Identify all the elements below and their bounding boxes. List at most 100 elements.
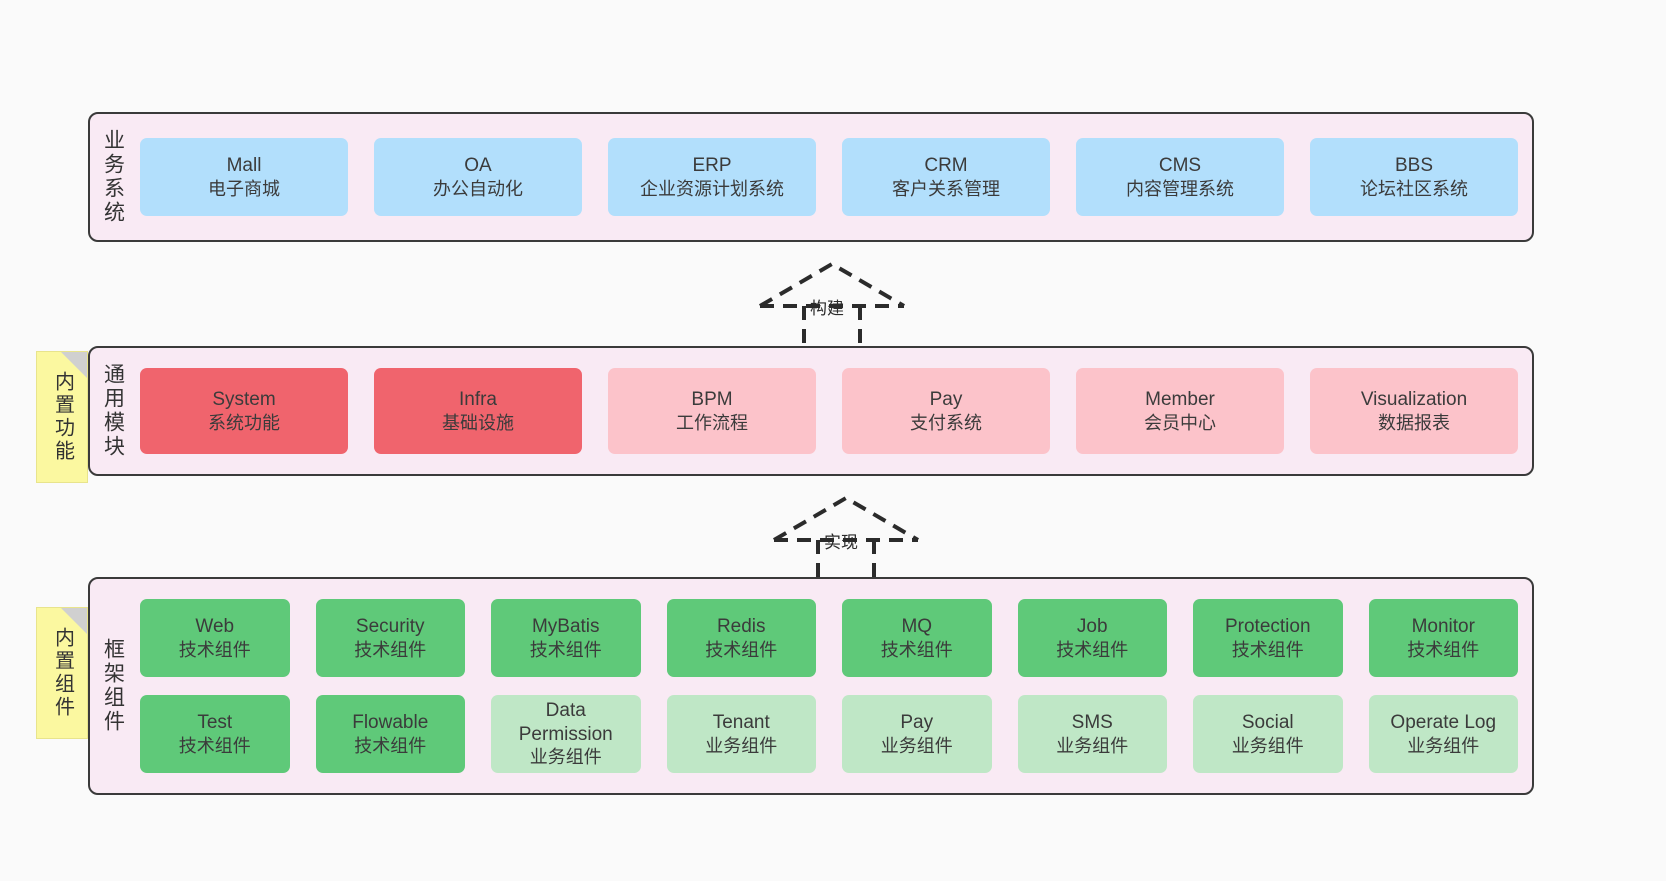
node-title: Job [1076,616,1108,638]
node-title: System [212,389,276,411]
node-subtitle: 论坛社区系统 [1360,178,1468,199]
node-subtitle: 客户关系管理 [892,178,1000,199]
node-title: Monitor [1411,616,1475,638]
sticky-note-builtin-features: 内置功能 [36,351,88,483]
band-business-title: 业务系统 [101,129,125,225]
node-subtitle: 技术组件 [178,639,251,660]
node-subtitle: 技术组件 [1056,639,1129,660]
node-title: CMS [1158,155,1202,177]
node-subtitle: 电子商城 [208,178,280,199]
node-title: Web [195,616,235,638]
node-subtitle: 基础设施 [442,412,514,433]
node-title: ERP [692,155,732,177]
generalization-arrow-icon [758,261,906,350]
node-title: Pay [900,712,934,734]
node-title: Pay [929,389,963,411]
node-title: OA [464,155,492,177]
fold-corner-icon [61,352,87,378]
node-subtitle: 业务组件 [705,735,778,756]
node-title: Tenant [712,712,770,734]
node-subtitle: 业务组件 [880,735,953,756]
node-subtitle: 技术组件 [529,639,602,660]
node-title: Social [1241,712,1294,734]
node-subtitle: 业务组件 [1056,735,1129,756]
node-subtitle: 业务组件 [1407,735,1480,756]
connector-build: 构建 [752,258,912,350]
node-title: Member [1145,389,1215,411]
sticky-note-builtin-components: 内置组件 [36,607,88,739]
node-subtitle: 内容管理系统 [1126,178,1234,199]
node-subtitle: 会员中心 [1144,412,1216,433]
node-title: Infra [458,389,498,411]
node-subtitle: 技术组件 [178,735,251,756]
node-subtitle: 技术组件 [705,639,778,660]
node-subtitle: 技术组件 [354,639,427,660]
generalization-arrow-icon [772,495,920,584]
node-subtitle: 业务组件 [1231,735,1304,756]
node-subtitle: 技术组件 [1407,639,1480,660]
connector-build-label: 构建 [810,299,844,318]
node-subtitle: 业务组件 [529,747,602,768]
node-title: CRM [924,155,968,177]
node-subtitle: 支付系统 [910,412,982,433]
node-subtitle: 系统功能 [208,412,280,433]
sticky-note-builtin-features-label: 内置功能 [51,371,74,463]
node-title: Operate Log [1390,712,1497,734]
node-title: Visualization [1360,389,1468,411]
sticky-note-builtin-components-label: 内置组件 [51,627,74,719]
node-subtitle: 办公自动化 [433,178,523,199]
node-title: Mall [226,155,262,177]
connector-implement-label: 实现 [824,533,858,552]
node-title: SMS [1071,712,1113,734]
node-title: BPM [691,389,733,411]
band-framework-title: 框架组件 [101,638,125,734]
node-title: MQ [901,616,933,638]
node-subtitle: 技术组件 [880,639,953,660]
node-title: Protection [1224,616,1311,638]
node-subtitle: 工作流程 [676,412,748,433]
band-modules-title: 通用模块 [101,363,125,459]
node-title: Flowable [352,712,429,734]
node-title: MyBatis [531,616,600,638]
node-subtitle: 数据报表 [1378,412,1450,433]
node-title: Redis [716,616,766,638]
